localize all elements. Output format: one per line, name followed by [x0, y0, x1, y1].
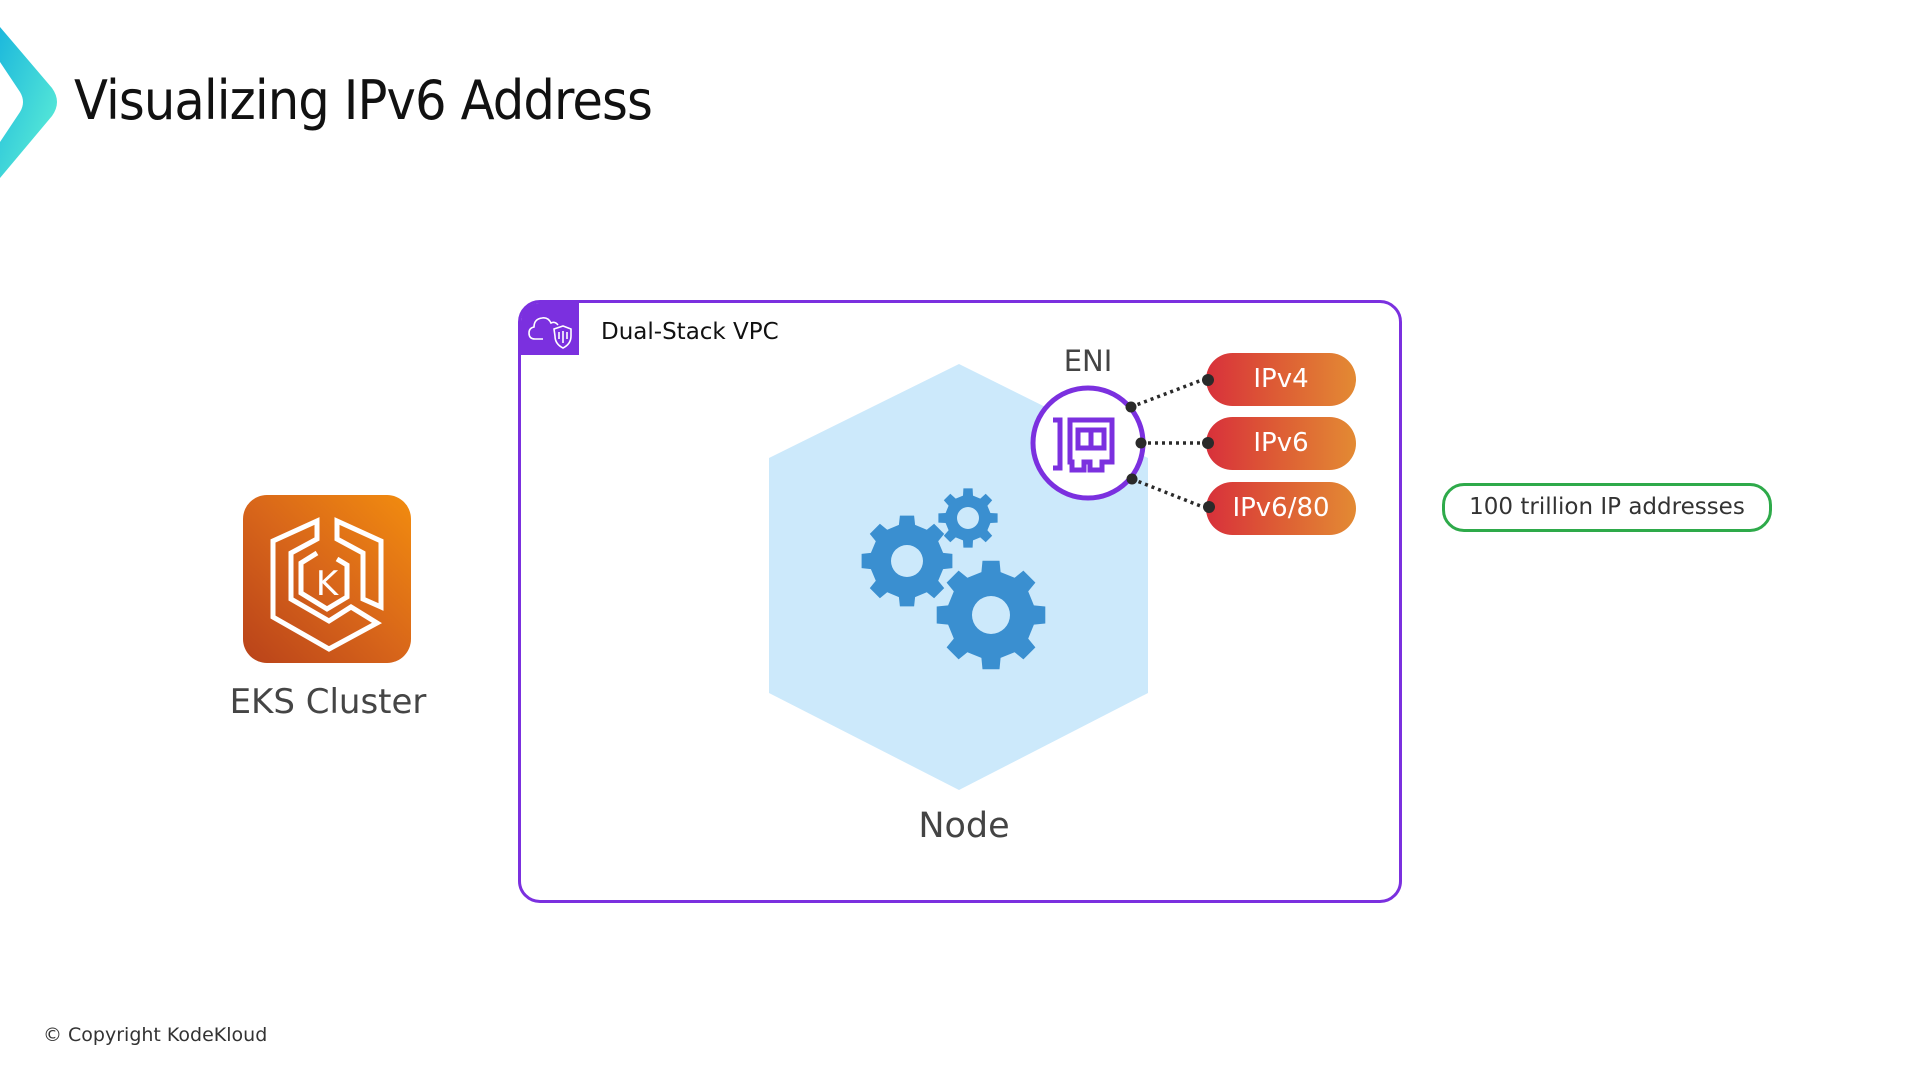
copyright-footer: © Copyright KodeKloud	[43, 1024, 268, 1046]
gear-small	[938, 488, 998, 548]
node-label: Node	[918, 806, 1010, 846]
dual-stack-vpc-container	[518, 300, 1402, 903]
ip-pill-ipv6: IPv6	[1206, 417, 1356, 470]
connector-dot	[1126, 473, 1138, 485]
network-card-icon	[1053, 417, 1115, 473]
ip-pill-ipv6-80: IPv6/80	[1206, 482, 1356, 535]
connector-line-ipv4	[1130, 378, 1203, 409]
cloud-shield-icon	[528, 317, 572, 349]
eni-label: ENI	[1063, 344, 1113, 378]
gear-medium	[861, 515, 953, 607]
connector-dot	[1135, 437, 1147, 449]
vpc-label: Dual-Stack VPC	[601, 319, 779, 345]
eks-cluster-label: EKS Cluster	[229, 682, 427, 722]
kodekloud-chevron-logo	[0, 27, 57, 178]
connector-dot	[1125, 401, 1137, 413]
eks-k-letter: K	[316, 564, 340, 604]
ip-pill-ipv4: IPv4	[1206, 353, 1356, 406]
vpc-icon-badge	[521, 303, 579, 355]
eks-cluster-icon: K	[243, 495, 411, 663]
gear-large	[936, 560, 1046, 670]
slide-title: Visualizing IPv6 Address	[74, 69, 653, 132]
ip-count-annotation: 100 trillion IP addresses	[1442, 483, 1772, 532]
connector-line-ipv6-80	[1131, 477, 1204, 509]
gears-icon	[861, 488, 1046, 670]
eks-kubernetes-icon: K	[270, 517, 384, 652]
